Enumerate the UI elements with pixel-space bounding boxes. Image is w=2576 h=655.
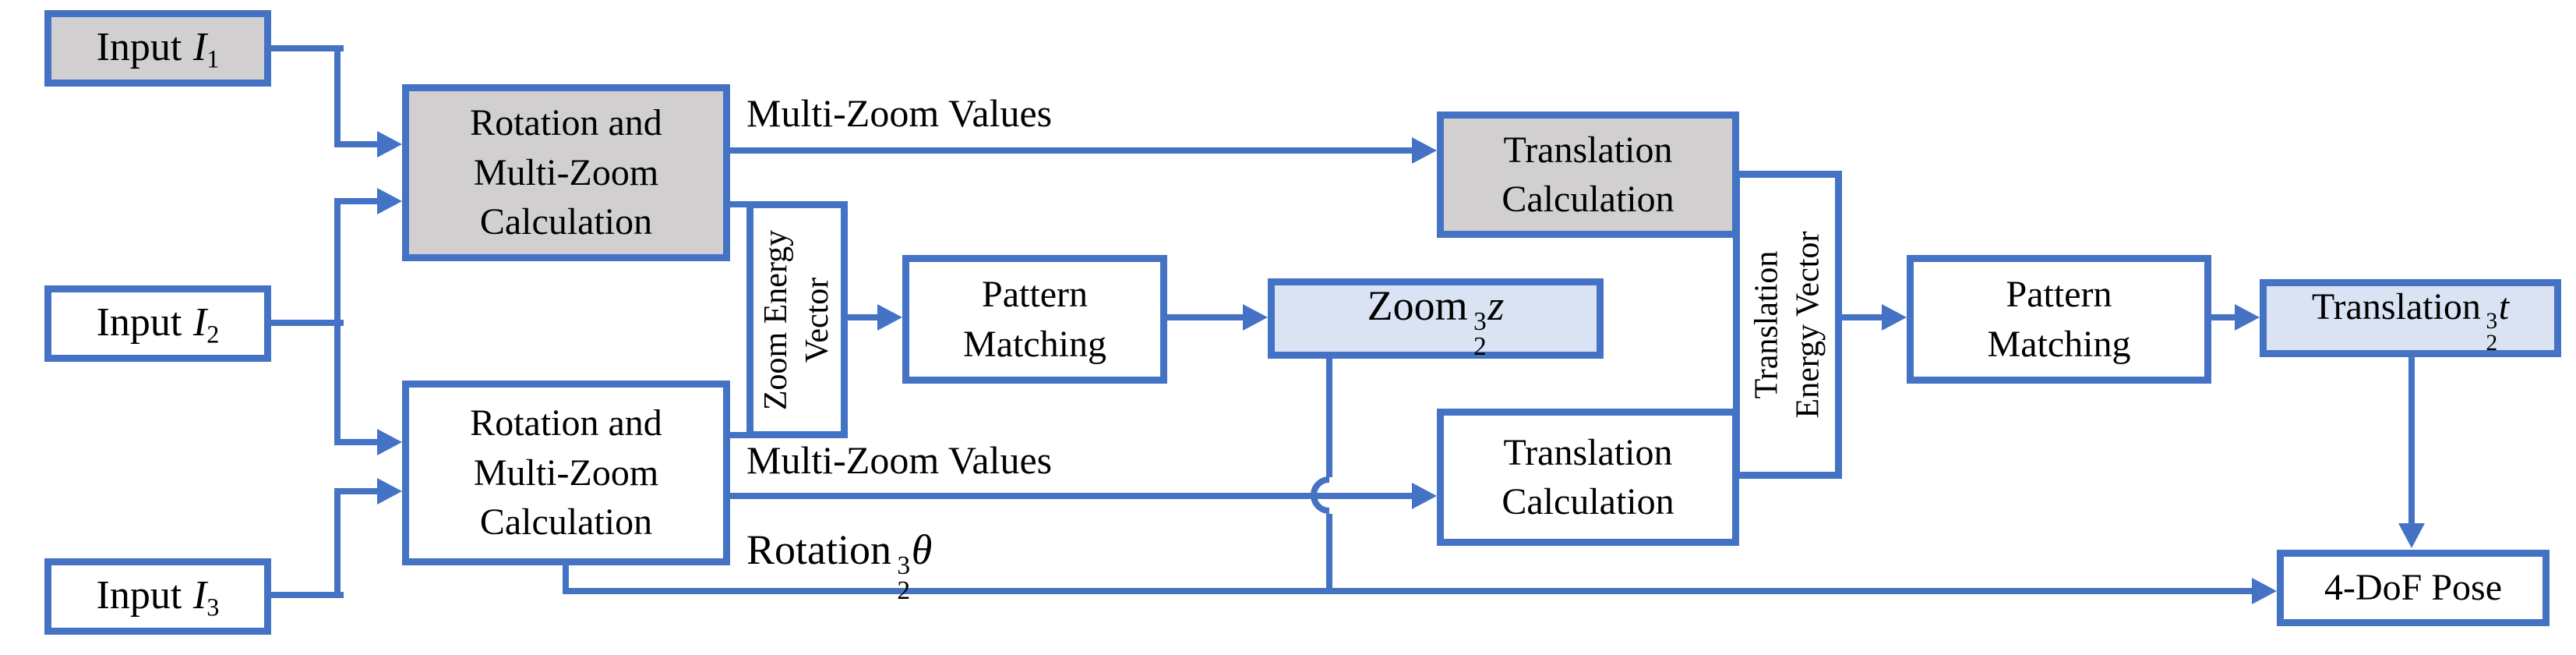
connector-translation-t-down (2408, 354, 2415, 525)
node-text-line: Rotation and (470, 402, 662, 444)
pose-4dof-label: 4-DoF Pose (2324, 567, 2503, 609)
node-text-line: Pattern (2006, 274, 2112, 316)
pattern-matching-left-node: Pattern Matching (902, 255, 1167, 384)
connector-rotation-theta-stub (563, 562, 569, 594)
arrowhead-translation-calc-top-in (1412, 137, 1437, 164)
translation-calc-top-node: Translation Calculation (1437, 112, 1739, 238)
connector-i3-up (334, 488, 341, 598)
arrowhead-zoom-z-in (1243, 304, 1268, 331)
connector-i3-out (270, 592, 344, 598)
rotation-multizoom-bottom-node: Rotation and Multi-Zoom Calculation (402, 381, 730, 565)
arrowhead-pattern-right-in (1882, 304, 1907, 331)
node-text-line: Matching (963, 323, 1106, 365)
connector-i1-down (334, 45, 341, 147)
node-text-line: Translation (1503, 129, 1673, 171)
connector-zev-stub-top (724, 201, 750, 207)
node-text-line: Translation (1503, 431, 1673, 473)
node-text-line: Matching (1987, 323, 2131, 365)
connector-pattern-right-out (2208, 314, 2235, 320)
connector-zoom-z-down-lower (1326, 514, 1332, 591)
connector-zev-stub-bottom (724, 432, 750, 438)
arrowhead-translation-calc-bottom-in (1412, 483, 1437, 509)
translation-energy-vector-label: Translation Energy Vector (1749, 231, 1826, 419)
connector-rot-bottom-in1 (337, 439, 377, 445)
connector-rot-top-in2 (337, 198, 377, 204)
node-text-line: Calculation (1501, 481, 1674, 522)
node-text-line: Calculation (479, 201, 653, 243)
connector-rotation-theta-line (563, 588, 2252, 594)
node-text-line: Calculation (1501, 179, 1674, 220)
connector-zev-out (845, 314, 877, 320)
arrowhead-translation-t-in (2235, 304, 2260, 331)
translation-energy-vector-node: Translation Energy Vector (1733, 171, 1842, 479)
connector-multizoom-values-bottom (724, 493, 1412, 499)
zoom-energy-vector-node: Zoom Energy Vector (746, 201, 848, 438)
connector-i2-bus (334, 198, 341, 445)
connector-rot-bottom-in2 (337, 488, 377, 494)
pose-4dof-node: 4-DoF Pose (2277, 550, 2550, 626)
connector-zoom-z-down-upper (1326, 356, 1332, 477)
connector-rot-top-in1 (337, 141, 377, 147)
arrowhead-rot-bottom-in1 (377, 429, 402, 455)
arrowhead-pose-in-left (2252, 578, 2277, 604)
rotation-multizoom-top-node: Rotation and Multi-Zoom Calculation (402, 84, 730, 261)
multi-zoom-values-bottom-label: Multi-Zoom Values (746, 438, 1053, 482)
connector-i2-out (270, 320, 344, 326)
translation-calc-bottom-node: Translation Calculation (1437, 409, 1739, 546)
node-text-line: Pattern (982, 274, 1088, 316)
connector-tev-out (1839, 314, 1882, 320)
multi-zoom-values-top-label: Multi-Zoom Values (746, 91, 1053, 135)
arrowhead-pattern-left-in (877, 304, 902, 331)
arrowhead-rot-top-in2 (377, 188, 402, 214)
connector-multizoom-values-top (724, 147, 1412, 154)
node-text-line: Multi-Zoom (473, 451, 659, 494)
pattern-matching-right-node: Pattern Matching (1907, 255, 2211, 384)
node-text-line: Multi-Zoom (473, 151, 659, 193)
arrowhead-pose-in-top (2398, 523, 2425, 548)
node-text-line: Rotation and (470, 102, 662, 144)
connector-pattern-left-out (1164, 314, 1243, 320)
line-hop-arc (1311, 476, 1329, 514)
arrowhead-rot-bottom-in2 (377, 478, 402, 505)
arrowhead-rot-top-in1 (377, 131, 402, 158)
zoom-energy-vector-label: Zoom Energy Vector (758, 229, 836, 410)
connector-i1-out (270, 45, 344, 51)
node-text-line: Calculation (479, 501, 653, 543)
